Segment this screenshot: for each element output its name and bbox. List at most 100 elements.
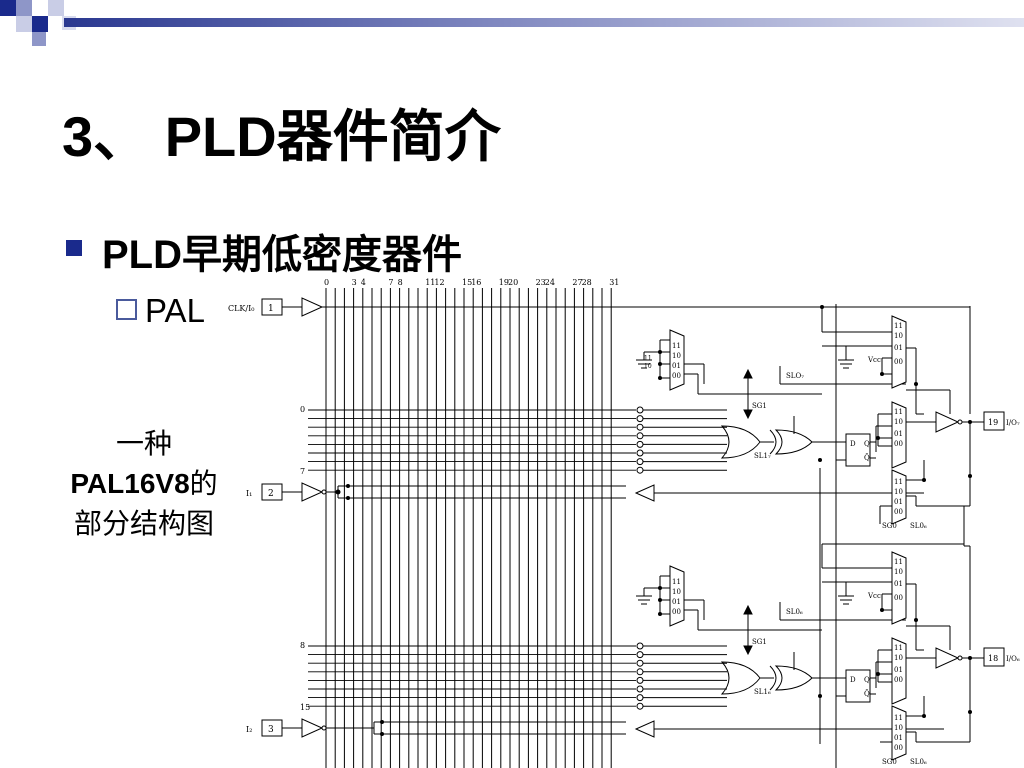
column-number: 12	[434, 278, 444, 287]
mux1-label-00: 00	[672, 372, 681, 380]
pin-2-number: 2	[268, 489, 274, 499]
sub-bullet-text: PAL	[145, 292, 205, 329]
caption-line-1: 一种	[115, 428, 172, 459]
mux7-label-00: 00	[894, 676, 903, 684]
mux8-label-00: 00	[894, 744, 903, 752]
pin-19-box	[983, 411, 1005, 431]
olmc-block-2	[636, 506, 984, 761]
pin-i2-label: I₂	[246, 725, 252, 734]
column-number: 24	[545, 278, 555, 287]
row-number-0: 0	[300, 405, 305, 414]
dff2-d: D	[850, 676, 856, 684]
mux6-label-10: 10	[894, 568, 903, 576]
pin-18-box	[983, 647, 1005, 667]
dff2-qbar: Q̄	[864, 689, 870, 698]
slide-title: 3、 PLD器件简介	[62, 105, 501, 168]
product-term-inverter-bubble	[636, 415, 644, 423]
header-square-3	[32, 16, 48, 32]
mux2-label-00: 00	[894, 358, 903, 366]
mux3-label-01: 01	[894, 430, 903, 438]
dff1-d: D	[850, 440, 856, 448]
mux6-label-00: 00	[894, 594, 903, 602]
caption-line-2: PAL16V8的	[52, 464, 236, 504]
or-gate-2-inputs	[636, 642, 727, 710]
mux2-label-01: 01	[894, 344, 903, 352]
row-number-15: 15	[300, 703, 310, 712]
mux1-label-10: 10	[672, 352, 681, 360]
mux4-label-11: 11	[894, 478, 903, 486]
column-number: 4	[361, 278, 366, 287]
sub-bullet: PAL	[116, 292, 205, 330]
mux1-label-11: 11	[672, 342, 681, 350]
dff2-q: Q	[864, 676, 870, 684]
clk-buffer	[301, 297, 324, 317]
pin-i1-label: I₁	[246, 489, 252, 498]
mux2-label-11: 11	[894, 322, 903, 330]
mux5-label-01: 01	[672, 598, 681, 606]
pin-1-number: 1	[268, 304, 274, 314]
column-number: 7	[388, 278, 393, 287]
signal-sg0: SG0	[882, 522, 897, 530]
column-number: 31	[609, 278, 619, 287]
product-term-rows	[308, 409, 636, 707]
column-number: 16	[471, 278, 481, 287]
column-number: 3	[352, 278, 357, 287]
mux5-label-00: 00	[672, 608, 681, 616]
product-term-inverter-bubble	[636, 423, 644, 431]
caption-device-name: PAL16V8	[70, 468, 190, 499]
dff1-qbar: Q̄	[864, 453, 870, 462]
mux7-label-11: 11	[894, 644, 903, 652]
header-square-4	[16, 16, 32, 32]
pin-io6-label: I/O₆	[1006, 655, 1020, 663]
column-number: 8	[398, 278, 403, 287]
product-term-inverter-bubble	[636, 685, 644, 693]
column-number: 0	[324, 278, 329, 287]
product-term-inverter-bubble	[636, 651, 644, 659]
signal-sg1-top: SG1	[752, 402, 767, 410]
mux6-label-11: 11	[894, 558, 903, 566]
pin-18-number: 18	[988, 654, 998, 663]
caption-line-3: 部分结构图	[73, 508, 214, 539]
column-number: 15	[462, 278, 472, 287]
signal-slo6: SL0₆	[786, 608, 803, 616]
mux7-label-10: 10	[894, 654, 903, 662]
header-gradient-bar	[64, 18, 1024, 27]
row-number-7: 7	[300, 467, 305, 476]
caption-suffix: 的	[189, 468, 218, 499]
header-square-6	[32, 32, 46, 46]
mux2-label-10: 10	[894, 332, 903, 340]
product-term-inverter-bubble	[636, 694, 644, 702]
dff1-q: Q	[864, 440, 870, 448]
mux1-in-10: 10	[644, 363, 652, 370]
signal-slo7: SLO₇	[786, 372, 804, 380]
pin-3-number: 3	[268, 725, 274, 735]
bullet-square-icon	[66, 240, 82, 256]
mux3-label-10: 10	[894, 418, 903, 426]
column-number: 23	[536, 278, 546, 287]
feedback-buffer-2	[634, 720, 655, 738]
row-number-8: 8	[300, 641, 305, 650]
product-term-inverter-bubble	[636, 642, 644, 650]
product-term-inverter-bubble	[636, 406, 644, 414]
signal-sl06-top: SL0₆	[910, 522, 927, 530]
product-term-inverter-bubble	[636, 440, 644, 448]
mux7-label-01: 01	[894, 666, 903, 674]
product-term-inverter-bubble	[636, 449, 644, 457]
hollow-square-icon	[116, 299, 137, 320]
figure-caption: 一种 PAL16V8的 部分结构图	[52, 424, 236, 544]
or-gate-1-inputs	[636, 406, 727, 474]
mux6-label-01: 01	[894, 580, 903, 588]
mux4-label-01: 01	[894, 498, 903, 506]
product-term-inverter-bubble	[636, 466, 644, 474]
input-buffer-i2	[301, 718, 324, 738]
feedback-buffer-1	[634, 484, 655, 502]
mux1-label-01: 01	[672, 362, 681, 370]
pin-io7-label: I/O₇	[1006, 419, 1020, 427]
mux8-label-11: 11	[894, 714, 903, 722]
product-term-inverter-bubble	[636, 659, 644, 667]
mux3-label-00: 00	[894, 440, 903, 448]
olmc-1-dots	[658, 305, 972, 482]
